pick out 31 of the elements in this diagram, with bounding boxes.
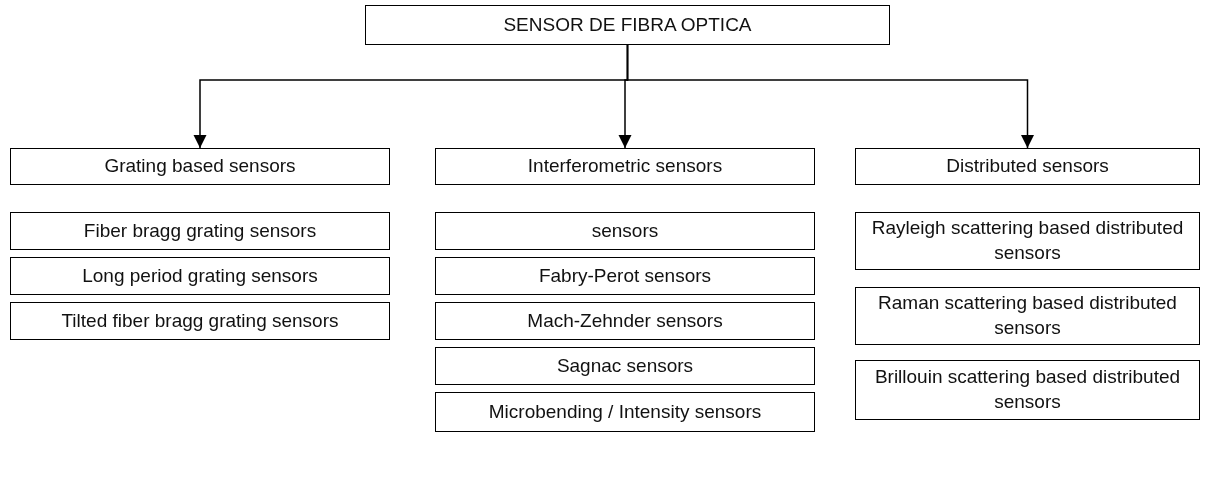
node-label: Grating based sensors [104,154,296,179]
arrow [626,44,1035,149]
node-label: Distributed sensors [946,154,1109,179]
category-box [10,212,390,250]
node-label: Interferometric sensors [527,154,723,179]
node-label: SENSOR DE FIBRA OPTICA [503,12,752,37]
category-box [855,148,1200,185]
category-box [435,302,815,340]
node-label: Rayleigh scattering based distributed sensors [870,216,1185,265]
node-label: Long period grating sensors [82,263,318,288]
category-box [435,392,815,432]
category-box [855,287,1200,345]
node-label: Fiber bragg grating sensors [83,218,317,243]
category-box [10,257,390,295]
category-box [855,360,1200,420]
category-box [435,257,815,295]
category-box [10,302,390,340]
category-box [855,212,1200,270]
category-box [435,347,815,385]
node-label: Tilted fiber bragg grating sensors [61,308,339,333]
node-label: Mach-Zehnder sensors [527,308,723,333]
category-box [435,148,815,185]
node-label: Raman scattering based distributed sensors [877,291,1178,340]
category-box [10,148,390,185]
node-label: Brillouin scattering based distributed sensors [873,365,1182,414]
node-label: Fabry-Perot sensors [538,263,712,288]
category-box [435,212,815,250]
node-label: Microbending / Intensity sensors [488,399,762,424]
node-label: sensors [591,218,659,243]
root-box [365,5,890,45]
node-label: Sagnac sensors [556,353,694,378]
